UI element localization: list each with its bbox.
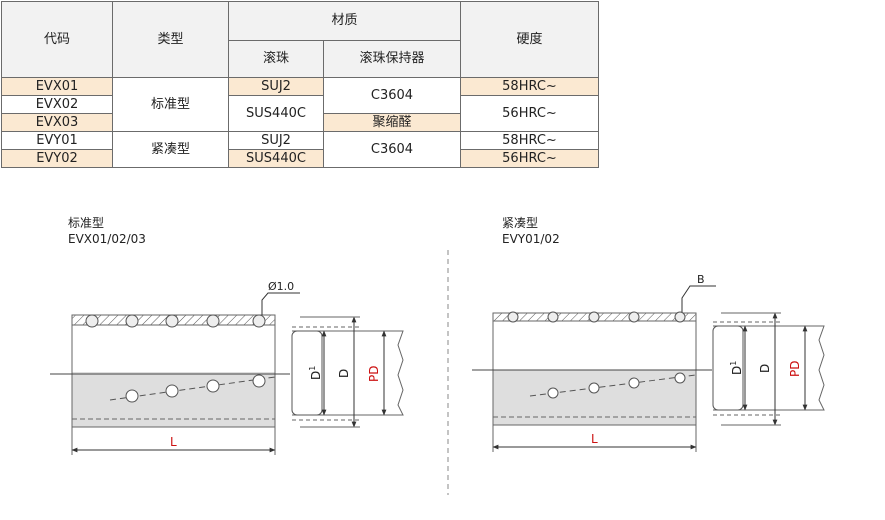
standard-drawing: 标准型 EVX01/02/03 Ø1.0 L: [50, 216, 404, 455]
compact-codes: EVY01/02: [502, 232, 560, 246]
code-cell: EVY02: [1, 149, 113, 168]
retainer-cell: C3604: [323, 131, 461, 168]
compact-drawing: 紧凑型 EVY01/02 B L D1: [472, 216, 825, 452]
hardness-cell: 58HRC~: [460, 77, 599, 96]
compact-ball-dim: B: [697, 273, 705, 286]
table-row: EVY02 SUS440C 56HRC~: [1, 149, 599, 168]
compact-title: 紧凑型: [502, 216, 538, 230]
standard-l-label: L: [170, 435, 177, 449]
standard-title: 标准型: [68, 216, 104, 230]
retainer-cell: 聚缩醛: [323, 113, 461, 132]
header-hardness: 硬度: [460, 1, 599, 78]
header-retainer: 滚珠保持器: [323, 40, 461, 78]
ball-cell: SUS440C: [228, 149, 324, 168]
standard-d1-label: D1: [308, 366, 323, 380]
table-row: EVX03 聚缩醛: [1, 113, 599, 132]
standard-ball-dim: Ø1.0: [268, 280, 294, 293]
compact-l-label: L: [591, 432, 598, 446]
compact-d1-label: D1: [729, 361, 744, 375]
standard-pd-label: PD: [367, 366, 381, 382]
hardness-cell: 56HRC~: [460, 149, 599, 168]
standard-d-label: D: [337, 369, 351, 378]
code-cell: EVX01: [1, 77, 113, 96]
standard-codes: EVX01/02/03: [68, 232, 146, 246]
hardness-cell: 56HRC~: [460, 95, 599, 132]
ball-cell: SUJ2: [228, 77, 324, 96]
compact-pd-label: PD: [788, 361, 802, 377]
spec-table: 代码 类型 材质 硬度 滚珠 滚珠保持器 EVX01 标准型 SUJ2 C360…: [1, 1, 599, 168]
header-code: 代码: [1, 1, 113, 78]
compact-d-label: D: [758, 364, 772, 373]
table-row: EVX01 标准型 SUJ2 C3604 58HRC~: [1, 77, 599, 132]
ball-cell: SUS440C: [228, 95, 324, 132]
header-ball: 滚珠: [228, 40, 324, 78]
retainer-cell: C3604: [323, 77, 461, 114]
table-row: EVX02 SUS440C 56HRC~: [1, 95, 599, 132]
